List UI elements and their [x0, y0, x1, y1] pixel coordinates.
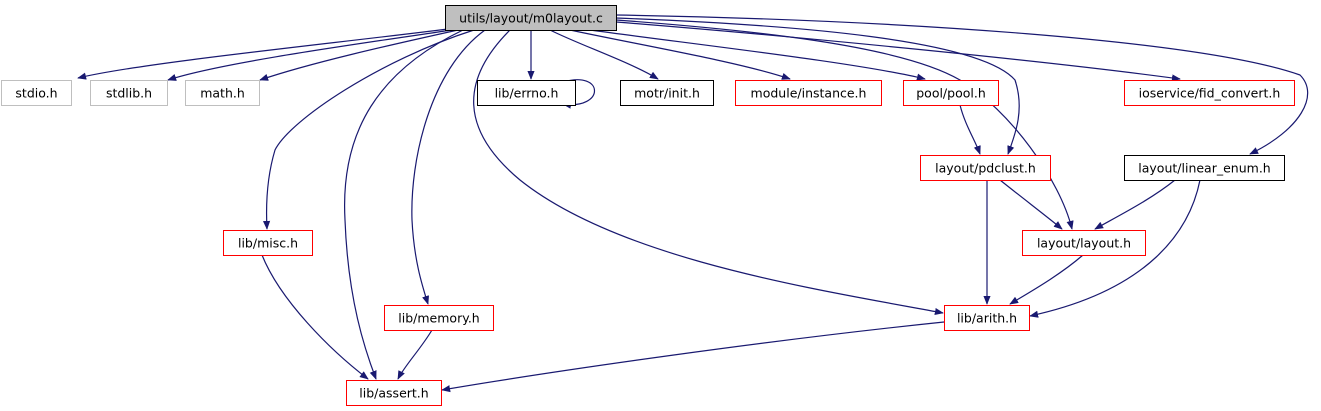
edge-root-to-pool	[589, 29, 926, 81]
edge-root-to-stdlib	[167, 29, 453, 81]
node-pdclust[interactable]: layout/pdclust.h	[920, 155, 1051, 181]
edge-root-to-instance	[569, 29, 791, 80]
node-label-misc: lib/misc.h	[238, 236, 298, 251]
node-misc[interactable]: lib/misc.h	[223, 230, 313, 256]
edge-pool-to-pdclust	[959, 104, 981, 155]
edge-memory-to-assert	[397, 329, 433, 380]
node-box-stdio	[1, 80, 72, 106]
node-memory[interactable]: lib/memory.h	[384, 305, 494, 331]
node-assert[interactable]: lib/assert.h	[346, 380, 442, 406]
node-label-fid_convert: ioservice/fid_convert.h	[1139, 86, 1281, 101]
node-box-arith	[944, 305, 1030, 331]
node-init[interactable]: motr/init.h	[620, 80, 714, 106]
node-box-memory	[384, 305, 494, 331]
node-label-errno: lib/errno.h	[495, 86, 559, 101]
edge-root-to-pdclust	[615, 17, 1020, 155]
node-fid_convert[interactable]: ioservice/fid_convert.h	[1124, 80, 1295, 106]
node-label-assert: lib/assert.h	[359, 386, 428, 401]
node-box-errno	[477, 80, 576, 106]
node-root[interactable]: utils/layout/m0layout.c	[445, 5, 617, 31]
node-stdlib[interactable]: stdlib.h	[90, 80, 168, 106]
edge-root-to-arith	[473, 29, 944, 316]
node-box-layout	[1022, 230, 1146, 256]
edge-root-to-layout	[615, 19, 1074, 230]
node-box-math	[185, 80, 260, 106]
edge-linear_enum-to-layout	[1094, 179, 1176, 230]
node-label-linear_enum: layout/linear_enum.h	[1138, 161, 1270, 176]
edge-root-to-init	[549, 29, 659, 80]
edge-root-to-assert	[343, 29, 464, 380]
node-box-init	[620, 80, 714, 106]
node-box-assert	[346, 380, 442, 406]
edge-root-to-misc	[262, 29, 475, 230]
edge-root-to-math	[259, 29, 459, 81]
node-arith[interactable]: lib/arith.h	[944, 305, 1030, 331]
edge-root-to-linear_enum	[615, 14, 1309, 155]
node-linear_enum[interactable]: layout/linear_enum.h	[1124, 155, 1285, 181]
node-instance[interactable]: module/instance.h	[735, 80, 882, 106]
node-stdio[interactable]: stdio.h	[1, 80, 72, 106]
node-label-stdio: stdio.h	[15, 86, 57, 101]
node-label-pool: pool/pool.h	[916, 86, 986, 101]
node-label-root: utils/layout/m0layout.c	[459, 11, 603, 26]
node-math[interactable]: math.h	[185, 80, 260, 106]
node-label-init: motr/init.h	[634, 86, 700, 101]
edge-pdclust-to-layout	[999, 179, 1063, 230]
node-layout[interactable]: layout/layout.h	[1022, 230, 1146, 256]
node-label-arith: lib/arith.h	[957, 311, 1017, 326]
edge-layout-to-arith	[1009, 254, 1084, 305]
node-box-root	[445, 5, 617, 31]
edge-linear_enum-to-arith	[1029, 179, 1201, 318]
edges-layer	[77, 14, 1309, 393]
node-errno[interactable]: lib/errno.h	[477, 80, 576, 106]
node-box-pdclust	[920, 155, 1051, 181]
node-label-pdclust: layout/pdclust.h	[935, 161, 1036, 176]
node-label-memory: lib/memory.h	[398, 311, 479, 326]
node-label-stdlib: stdlib.h	[106, 86, 152, 101]
node-box-misc	[223, 230, 313, 256]
edge-arith-to-assert	[441, 321, 945, 393]
edge-misc-to-assert	[261, 254, 369, 380]
node-pool[interactable]: pool/pool.h	[903, 80, 999, 106]
edge-root-to-stdio	[77, 28, 449, 80]
nodes-layer: utils/layout/m0layout.c stdio.h stdlib.h ma…	[1, 5, 1295, 406]
node-label-math: math.h	[200, 86, 245, 101]
node-box-pool	[903, 80, 999, 106]
edge-root-to-fid_convert	[615, 21, 1181, 82]
node-box-instance	[735, 80, 882, 106]
node-box-fid_convert	[1124, 80, 1295, 106]
node-box-stdlib	[90, 80, 168, 106]
node-box-linear_enum	[1124, 155, 1285, 181]
node-label-layout: layout/layout.h	[1037, 236, 1131, 251]
node-label-instance: module/instance.h	[751, 86, 867, 101]
edge-root-to-memory	[411, 29, 486, 305]
